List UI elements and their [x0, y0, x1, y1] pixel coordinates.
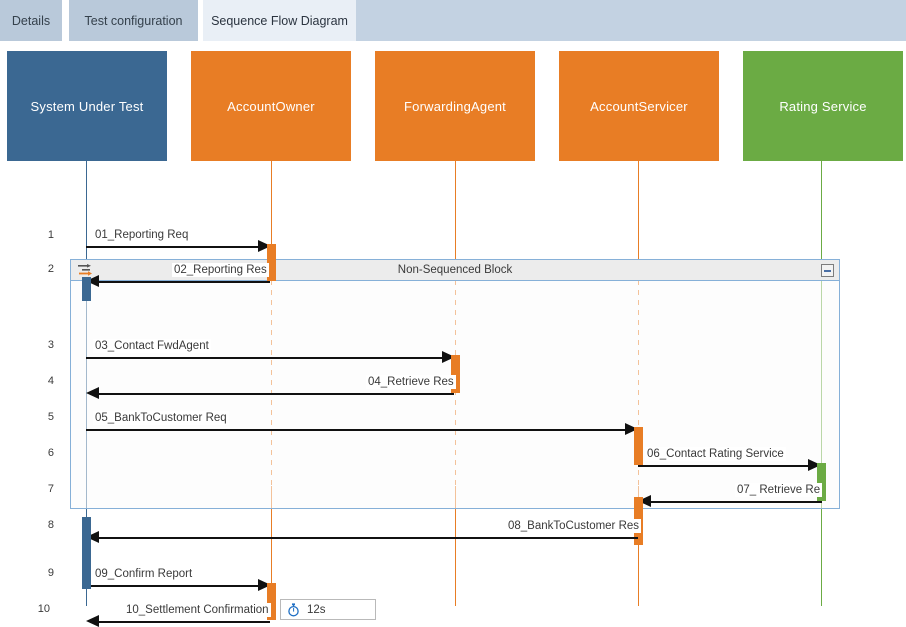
- activation-bar-accountowner-2: [267, 583, 276, 620]
- message-line-04[interactable]: [90, 393, 454, 395]
- actor-header-forwardingagent[interactable]: ForwardingAgent: [375, 51, 535, 161]
- lifeline-accountowner-seg1: [271, 161, 272, 260]
- activation-bar-sut-2: [82, 517, 91, 589]
- actor-header-accountservicer[interactable]: AccountServicer: [559, 51, 719, 161]
- lifeline-forwardingagent-seg3: [455, 486, 456, 606]
- message-line-06[interactable]: [638, 465, 814, 467]
- actor-header-system-under-test[interactable]: System Under Test: [7, 51, 167, 161]
- collapse-icon[interactable]: [821, 264, 834, 277]
- actor-label: ForwardingAgent: [404, 98, 506, 114]
- tab-test-configuration[interactable]: Test configuration: [69, 0, 198, 41]
- activation-bar-forwardingagent-1: [451, 355, 460, 393]
- timer-badge[interactable]: 12s: [280, 599, 376, 620]
- tab-details[interactable]: Details: [0, 0, 62, 41]
- message-line-01[interactable]: [86, 246, 264, 248]
- diagram-canvas: System Under Test AccountOwner Forwardin…: [0, 41, 906, 627]
- message-label-09: 09_Confirm Report: [93, 567, 195, 581]
- tab-sequence-flow-diagram-label: Sequence Flow Diagram: [211, 13, 348, 28]
- message-label-10: 10_Settlement Confirmation: [124, 603, 271, 617]
- message-label-01: 01_Reporting Req: [93, 228, 191, 242]
- lifeline-accountservicer-seg1: [638, 161, 639, 260]
- actor-label: AccountOwner: [227, 98, 315, 114]
- tab-bar-filler: [356, 0, 906, 41]
- activation-bar-rating-service-1: [817, 463, 826, 501]
- lifeline-accountservicer-seg3: [638, 486, 639, 606]
- stopwatch-icon: [288, 602, 299, 616]
- lifeline-accountowner-seg3: [271, 486, 272, 606]
- actor-label: AccountServicer: [590, 98, 688, 114]
- seq-number: 1: [47, 229, 54, 241]
- seq-number: 2: [47, 263, 54, 275]
- message-label-02: 02_Reporting Res: [172, 263, 269, 277]
- seq-number: 8: [47, 519, 54, 531]
- message-line-07[interactable]: [642, 501, 822, 503]
- tab-bar: Details Test configuration Sequence Flow…: [0, 0, 906, 41]
- activation-bar-accountowner-1: [267, 244, 276, 281]
- activation-bar-accountservicer-1: [634, 427, 643, 465]
- message-line-10[interactable]: [90, 621, 270, 623]
- message-line-03[interactable]: [86, 357, 448, 359]
- tab-details-label: Details: [11, 13, 51, 28]
- timer-value: 12s: [307, 603, 326, 616]
- lifeline-forwardingagent-seg1: [455, 161, 456, 260]
- message-label-05: 05_BankToCustomer Req: [93, 411, 229, 425]
- message-line-02[interactable]: [90, 281, 270, 283]
- message-line-05[interactable]: [86, 429, 631, 431]
- message-label-07: 07_ Retrieve Re: [735, 483, 823, 497]
- non-sequenced-block-title: Non-Sequenced Block: [397, 264, 513, 276]
- activation-bar-sut-1: [82, 277, 91, 301]
- seq-number: 6: [47, 447, 54, 459]
- arrowhead-left-icon: [86, 387, 99, 399]
- seq-number: 9: [47, 567, 54, 579]
- seq-number: 4: [47, 375, 54, 387]
- seq-number: 5: [47, 411, 54, 423]
- seq-number: 10: [37, 603, 50, 615]
- seq-number: 3: [47, 339, 54, 351]
- message-label-06: 06_Contact Rating Service: [645, 447, 786, 461]
- non-sequenced-block-icon: [78, 264, 92, 276]
- message-line-08[interactable]: [90, 537, 638, 539]
- message-label-04: 04_Retrieve Res: [366, 375, 456, 389]
- actor-label: Rating Service: [779, 98, 867, 114]
- message-label-08: 08_BankToCustomer Res: [506, 519, 642, 533]
- message-label-03: 03_Contact FwdAgent: [93, 339, 211, 353]
- tab-sequence-flow-diagram[interactable]: Sequence Flow Diagram: [203, 0, 356, 41]
- actor-header-rating-service[interactable]: Rating Service: [743, 51, 903, 161]
- arrowhead-left-icon: [86, 615, 99, 627]
- message-line-09[interactable]: [86, 585, 264, 587]
- actor-header-accountowner[interactable]: AccountOwner: [191, 51, 351, 161]
- actor-label: System Under Test: [30, 98, 144, 114]
- seq-number: 7: [47, 483, 54, 495]
- tab-test-configuration-label: Test configuration: [84, 13, 183, 28]
